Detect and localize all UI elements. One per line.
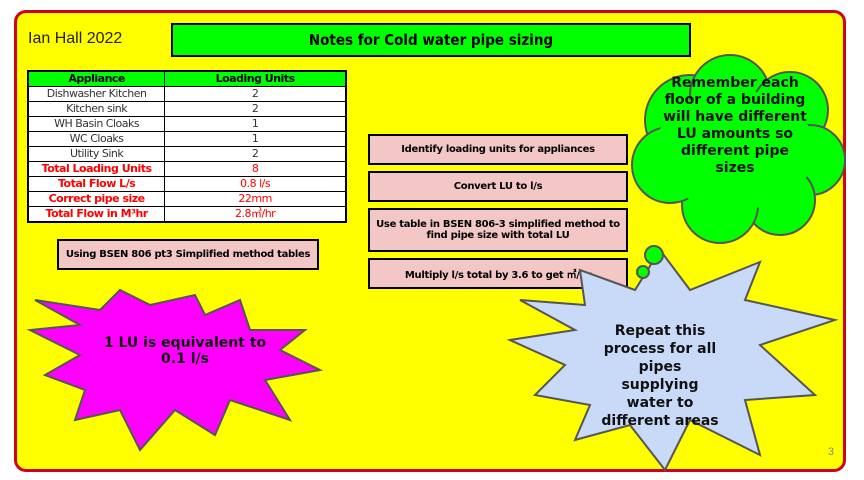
cloud-text: Remember each floor of a building will h…: [663, 75, 807, 176]
cell: 22mm: [164, 191, 347, 207]
step-box-1: Identify loading units for appliances: [368, 134, 628, 165]
header-appliance: Appliance: [27, 70, 166, 87]
cell: WC Cloaks: [27, 131, 166, 147]
cell: Utility Sink: [27, 146, 166, 162]
table-header-row: Appliance Loading Units: [27, 70, 347, 87]
cell: WH Basin Cloaks: [27, 116, 166, 132]
loading-units-table: Appliance Loading Units Dishwasher Kitch…: [27, 70, 347, 223]
step-box-3: Use table in BSEN 806-3 simplified metho…: [368, 208, 628, 252]
page-number: 3: [827, 446, 834, 458]
magenta-starburst-text: 1 LU is equivalent to 0.1 l/s: [103, 335, 267, 367]
magenta-starburst: [26, 288, 324, 452]
cell: 2: [164, 101, 347, 117]
method-note-box: Using BSEN 806 pt3 Simplified method tab…: [57, 239, 319, 270]
cell: Correct pipe size: [27, 191, 166, 207]
author-label: Ian Hall 2022: [28, 30, 123, 47]
cell: Total Flow L/s: [27, 176, 166, 192]
cell: Total Loading Units: [27, 161, 166, 177]
header-loading-units: Loading Units: [164, 70, 347, 87]
cell: Dishwasher Kitchen: [27, 86, 166, 102]
cell: 8: [164, 161, 347, 177]
cell: 2.8㎥/hr: [164, 206, 347, 223]
slide-title: Notes for Cold water pipe sizing: [171, 23, 691, 57]
cell: Total Flow in M³hr: [27, 206, 166, 223]
cell: Kitchen sink: [27, 101, 166, 117]
thought-cloud: [631, 54, 846, 279]
cell: 2: [164, 146, 347, 162]
blue-starburst-text: Repeat this process for all pipes supply…: [601, 323, 719, 429]
step-box-2: Convert LU to l/s: [368, 171, 628, 202]
